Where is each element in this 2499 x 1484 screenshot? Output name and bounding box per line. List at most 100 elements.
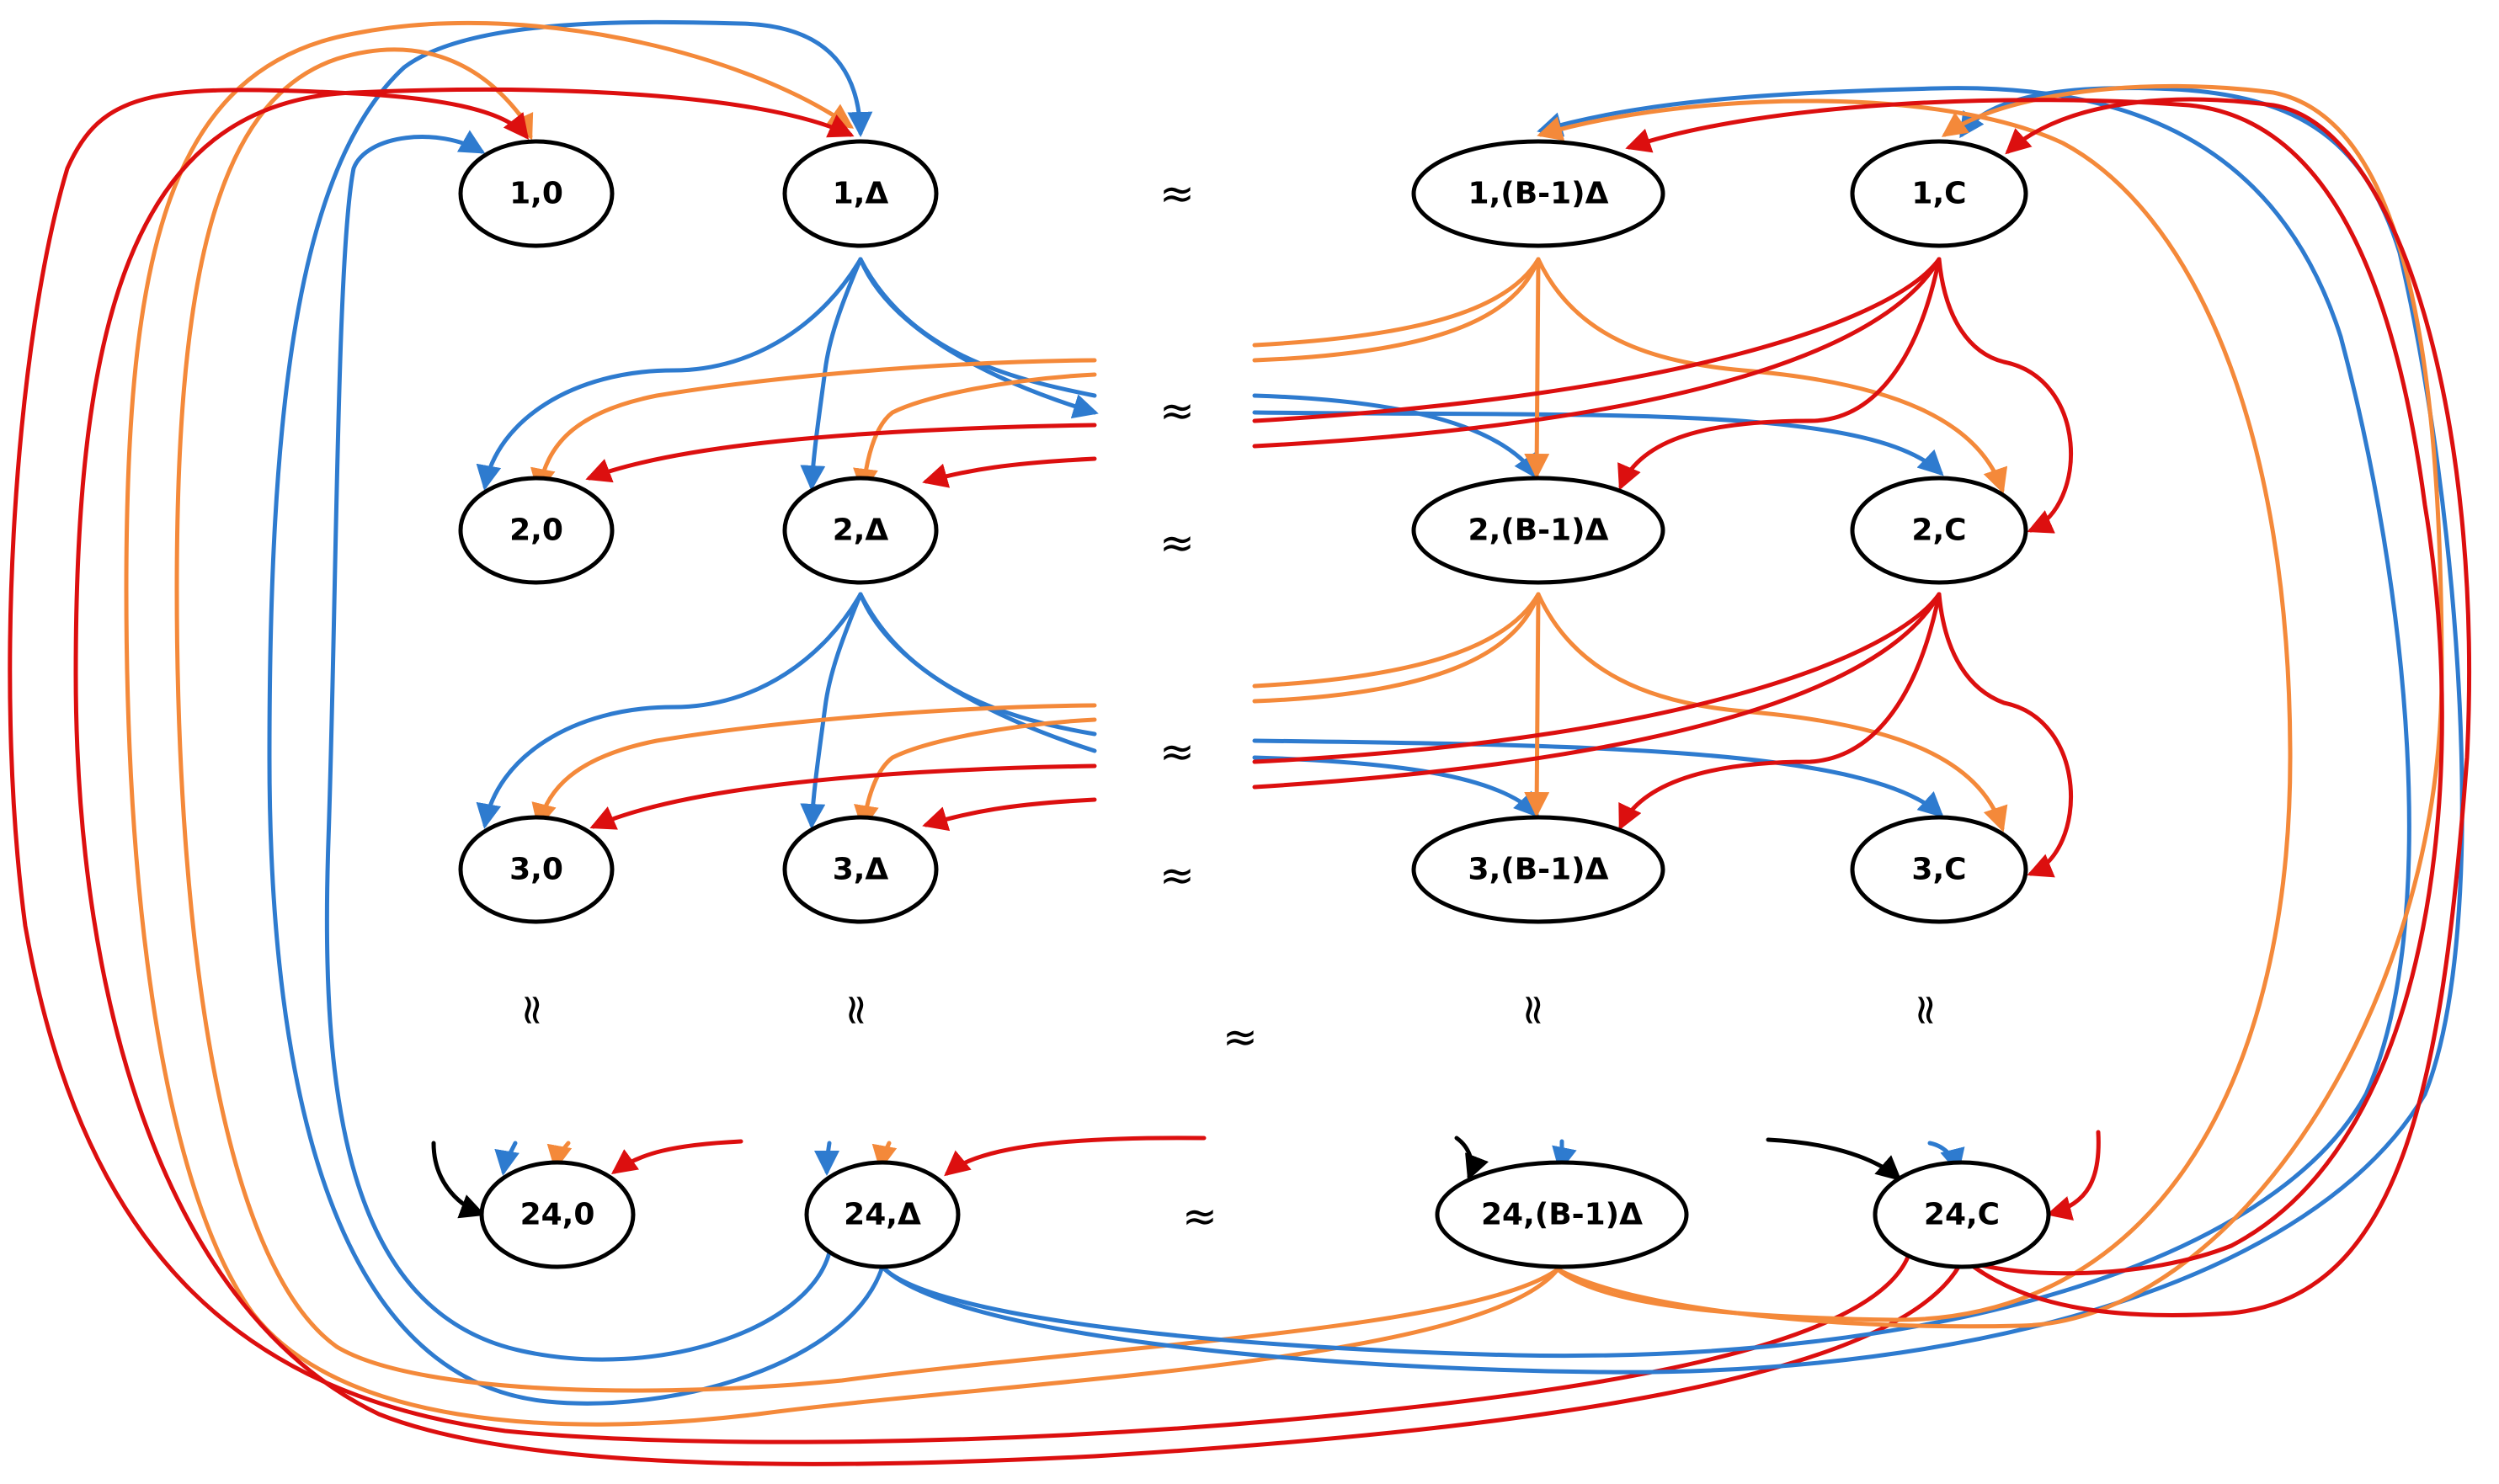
node-3-delta: 3,Δ [782, 815, 939, 924]
node-label: 1,C [1911, 177, 1966, 211]
edge-red-24c-1b [1625, 98, 2444, 1276]
edge-blue-24d-1-0 [324, 130, 832, 1362]
ellipsis-row3: ≈ [1159, 851, 1195, 900]
edge-red-2c-left-b [1252, 592, 1942, 790]
node-24-c: 24,C [1873, 1160, 2051, 1269]
ellipsis-row1: ≈ [1159, 169, 1195, 218]
edge-orange-24b-1c [1555, 83, 2444, 1329]
edge-blue-stub-24-d [814, 1141, 840, 1176]
edge-red-24c-1-0 [8, 88, 1912, 1444]
edge-orange-2b-3-0 [531, 703, 1097, 829]
transition-edges [8, 19, 2471, 1466]
ellipsis-row24: ≈ [1182, 1192, 1218, 1241]
ellipsis-gap23: ≈ [1159, 727, 1195, 776]
edge-orange-24b-1b [1537, 98, 2293, 1322]
edge-blue-1d-2c-a [858, 257, 1097, 398]
node-24-delta: 24,Δ [804, 1160, 961, 1269]
edge-red-stub-24-0 [610, 1139, 743, 1174]
node-label: 1,0 [509, 177, 563, 211]
edge-black-stub-24-0 [431, 1141, 486, 1219]
edge-orange-1b-left-b [1252, 257, 1541, 363]
edge-orange-1b-2d [853, 372, 1097, 494]
node-label: 2,Δ [833, 513, 889, 548]
node-1-0: 1,0 [458, 139, 615, 248]
ellipsis-col-b-delta: ≈ [1510, 992, 1559, 1028]
edge-red-1c-2b [1617, 257, 1942, 491]
edge-blue-1d-2-0 [476, 257, 863, 491]
edge-red-1c-2c [1937, 257, 2073, 534]
node-2-0: 2,0 [458, 476, 615, 585]
node-label: 2,(B-1)Δ [1468, 513, 1609, 548]
edge-red-24c-1d [73, 88, 1964, 1466]
edge-red-2c-3c [1937, 592, 2073, 878]
edge-black-stub-24-c [1766, 1137, 1902, 1182]
node-label: 3,Δ [833, 853, 889, 887]
edge-blue-24d-1d [267, 19, 885, 1406]
edge-blue-2d-3-0 [476, 592, 863, 829]
node-label: 24,0 [520, 1198, 595, 1232]
edge-red-1c-2-0 [585, 423, 1097, 483]
edge-red-2c-3-0 [589, 763, 1097, 830]
ellipsis-col-delta: ≈ [833, 992, 882, 1028]
edge-red-2c-3b [1618, 592, 1942, 831]
edge-orange-2b-3d [854, 717, 1097, 831]
node-3-b-delta: 3,(B-1)Δ [1411, 815, 1665, 924]
edge-orange-1b-2-0 [530, 358, 1097, 494]
edge-blue-2d-3c-a [858, 592, 1097, 737]
edge-blue-24d-1b [880, 86, 2411, 1359]
ellipsis-markers: ≈ ≈ ≈ ≈ ≈ ≈ ≈ ≈ ≈ ≈ ≈ [509, 169, 1951, 1241]
node-2-c: 2,C [1850, 476, 2028, 585]
node-24-b-delta: 24,(B-1)Δ [1435, 1160, 1689, 1269]
edge-red-1c-left-b [1252, 257, 1942, 449]
state-nodes: 1,0 1,Δ 1,(B-1)Δ 1,C 2,0 2,Δ 2,(B-1)Δ 2,… [458, 139, 2051, 1269]
node-1-b-delta: 1,(B-1)Δ [1411, 139, 1665, 248]
edge-blue-stub-24-0 [494, 1141, 520, 1176]
edge-orange-24b-1d [124, 20, 1560, 1427]
node-24-0: 24,0 [479, 1160, 636, 1269]
node-label: 24,(B-1)Δ [1481, 1198, 1643, 1232]
ellipsis-row2: ≈ [1159, 519, 1195, 567]
node-label: 2,C [1911, 513, 1966, 548]
edge-blue-2d-3c [1252, 738, 1944, 818]
edge-orange-2b-left-b [1252, 592, 1541, 704]
edge-red-1c-2d [922, 456, 1097, 488]
node-2-b-delta: 2,(B-1)Δ [1411, 476, 1665, 585]
node-label: 3,(B-1)Δ [1468, 853, 1609, 887]
node-label: 3,C [1911, 853, 1966, 887]
edge-black-stub-24-b [1454, 1136, 1489, 1181]
edge-red-1c-left-a [1252, 257, 1942, 423]
edge-blue-1d-2d [800, 257, 863, 491]
edge-red-2c-3d [922, 797, 1097, 832]
ellipsis-col0: ≈ [509, 992, 557, 1028]
edge-orange-2b-3c [1536, 592, 2008, 832]
node-3-0: 3,0 [458, 815, 615, 924]
edge-red-stub-24-d [944, 1136, 1207, 1177]
node-label: 24,Δ [844, 1198, 921, 1232]
node-3-c: 3,C [1850, 815, 2028, 924]
edge-orange-2b-left-a [1252, 592, 1541, 689]
node-label: 3,0 [509, 853, 563, 887]
edge-orange-1b-2b [1524, 257, 1550, 479]
edge-blue-1d-2c [1252, 410, 1944, 476]
ellipsis-gap12: ≈ [1159, 386, 1195, 435]
node-1-c: 1,C [1850, 139, 2028, 248]
edge-blue-2d-3d [800, 592, 863, 829]
edge-orange-2b-3b [1524, 592, 1550, 817]
node-2-delta: 2,Δ [782, 476, 939, 585]
edge-red-2c-left-a [1252, 592, 1942, 764]
edge-blue-24d-1c [880, 86, 2464, 1375]
edge-orange-1b-left-a [1252, 257, 1541, 348]
node-label: 1,Δ [833, 177, 889, 211]
edge-blue-1d-2b-b [1252, 393, 1539, 481]
node-1-delta: 1,Δ [782, 139, 939, 248]
edge-red-stub-24-c [2046, 1130, 2101, 1221]
node-label: 1,(B-1)Δ [1468, 177, 1609, 211]
edge-orange-1b-2c [1536, 257, 2008, 494]
edge-orange-24b-1-0 [174, 47, 1560, 1393]
node-label: 2,0 [509, 513, 563, 548]
ellipsis-col-c: ≈ [1902, 992, 1951, 1028]
ellipsis-center: ≈ [1223, 1013, 1258, 1061]
edge-red-24c-1c [1964, 97, 2471, 1317]
node-label: 24,C [1924, 1198, 2000, 1232]
